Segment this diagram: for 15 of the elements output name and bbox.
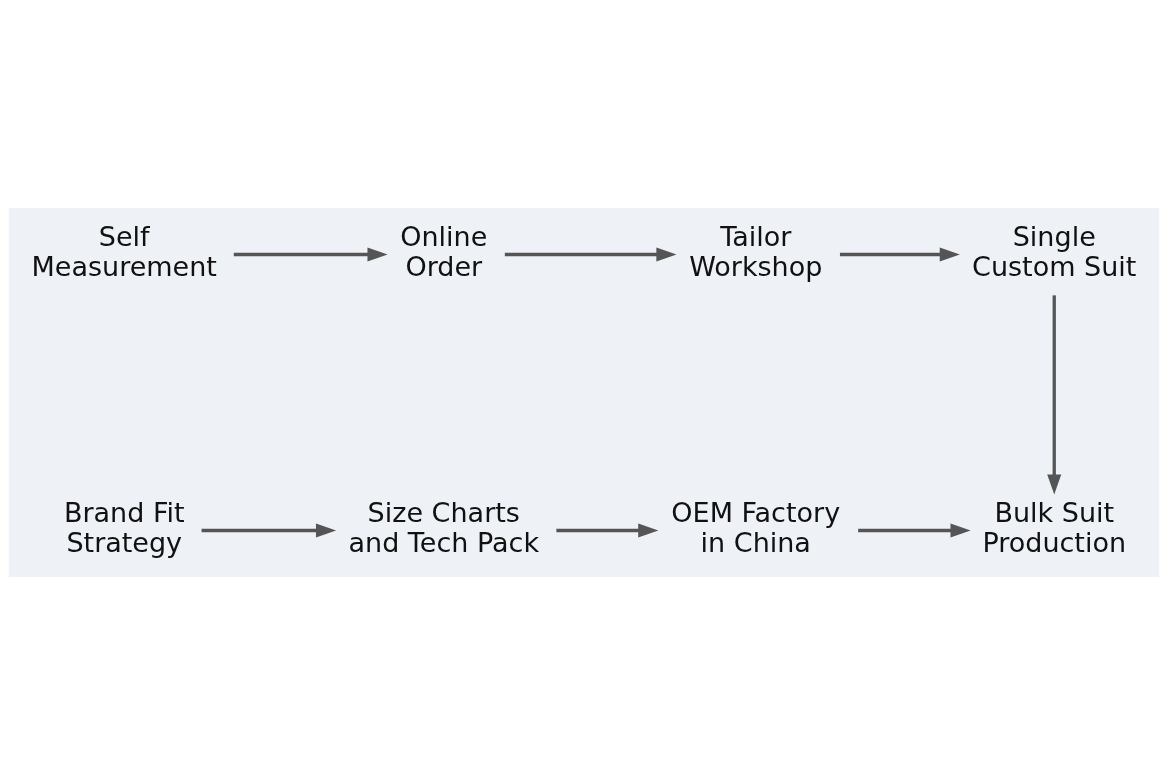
node-text: Single Custom Suit [972, 220, 1137, 282]
arrow [1047, 294, 1062, 494]
arrow [858, 522, 971, 538]
arrow [201, 522, 337, 538]
arrow [839, 246, 960, 262]
node-text: Size Charts and Tech Pack [348, 496, 540, 558]
node-text: OEM Factory in China [671, 496, 841, 558]
node-text: Brand Fit Strategy [63, 496, 185, 558]
node-text: Online Order [400, 220, 488, 282]
arrow [504, 246, 677, 262]
node-text: Bulk Suit Production [982, 496, 1127, 558]
node-text: Self Measurement [31, 220, 217, 282]
arrow [233, 246, 388, 262]
node-text: Tailor Workshop [689, 220, 823, 282]
arrow [556, 522, 659, 538]
